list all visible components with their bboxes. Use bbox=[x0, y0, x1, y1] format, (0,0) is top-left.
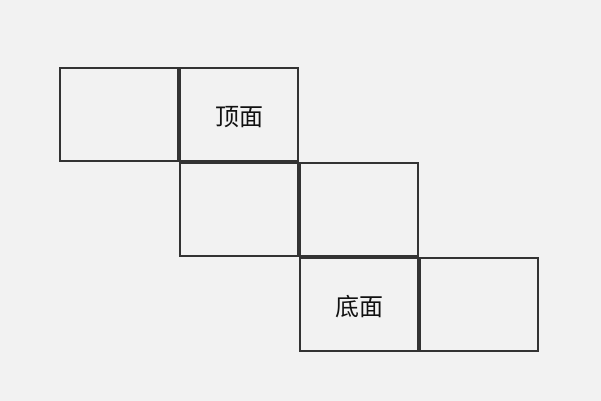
face-top: 顶面 bbox=[179, 67, 299, 162]
face-6 bbox=[419, 257, 539, 352]
face-1 bbox=[59, 67, 179, 162]
face-3 bbox=[179, 162, 299, 257]
face-bottom: 底面 bbox=[299, 257, 419, 352]
face-4 bbox=[299, 162, 419, 257]
